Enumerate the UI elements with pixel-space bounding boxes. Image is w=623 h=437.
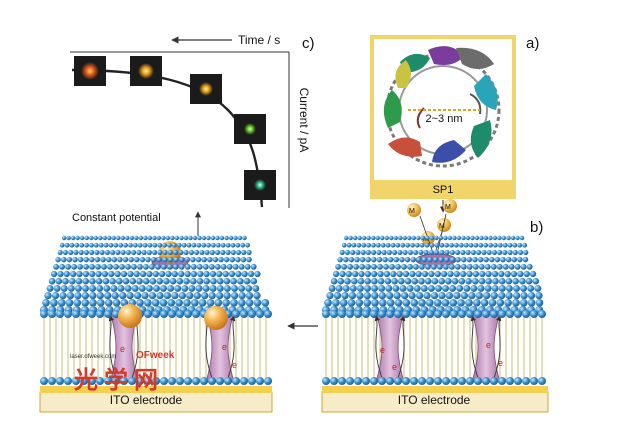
c-x-axis-label: Time / s	[238, 33, 280, 47]
c-y-axis-label: Current / pA	[297, 88, 311, 153]
b-electrode-label: ITO electrode	[398, 393, 471, 407]
c-spot-5	[254, 179, 266, 191]
panel-c: Time / s c) Current / pA	[70, 33, 315, 208]
b-ion-label-2: M	[445, 204, 451, 211]
left-channel-sphere-1	[118, 304, 142, 328]
b-electron-2: e	[392, 362, 397, 372]
b-panel-label: b)	[530, 219, 543, 236]
c-spot-4	[244, 123, 256, 135]
b-electron-3: e	[486, 340, 491, 350]
b-front-heads	[322, 310, 546, 385]
b-ion-label-3: M	[439, 223, 445, 230]
left-electrode-top	[40, 386, 272, 393]
a-measure-box	[422, 111, 466, 124]
c-trace-curve	[71, 68, 264, 208]
b-channel-2-flow-left	[470, 315, 479, 379]
b-bilayer	[321, 235, 549, 413]
c-panel-label: c)	[302, 35, 315, 52]
b-ion-label-1: M	[409, 208, 415, 215]
watermark-brand: OFweek	[136, 350, 175, 361]
b-electron-1: e	[380, 345, 385, 355]
left-electron-3: e	[232, 360, 237, 370]
sp1-protein-ring	[383, 46, 501, 168]
panel-a: SP1 a) 2~3 nm	[370, 35, 539, 199]
a-title-bar	[372, 180, 514, 197]
watermark-site: laser.ofweek.com	[70, 354, 116, 360]
left-electrode-label: ITO electrode	[110, 393, 183, 407]
b-electron-4: e	[498, 358, 503, 368]
left-channel-sphere-2	[204, 306, 228, 330]
b-channel-1-flow-left	[374, 315, 383, 379]
b-electron-marks: e e e e	[380, 340, 503, 372]
a-panel-label: a)	[526, 35, 539, 52]
b-ions: M M M M	[407, 199, 457, 251]
b-top-heads	[322, 235, 544, 314]
constant-potential-label: Constant potential	[72, 212, 161, 224]
left-channel-1-flow-left	[108, 315, 117, 379]
a-title: SP1	[433, 184, 454, 196]
c-spot-3	[199, 82, 213, 96]
panel-b: b) M M M M e e e e ITO electrode	[321, 199, 549, 413]
left-electron-1: e	[120, 344, 125, 354]
b-electrode-top	[322, 386, 548, 393]
left-bilayer	[39, 235, 273, 413]
left-top-heads	[40, 235, 270, 314]
left-electron-marks: e e e	[120, 342, 237, 370]
c-spot-2	[138, 63, 154, 79]
b-lipid-tails	[325, 314, 543, 380]
left-channel-2-flow-right	[227, 315, 236, 379]
watermark-chinese: 光学网	[73, 366, 164, 394]
a-measure-label: 2~3 nm	[426, 113, 463, 125]
b-channel-2-flow-right	[493, 315, 502, 379]
left-electron-2: e	[222, 342, 227, 352]
panel-left-membrane: e e e OFweek laser.ofweek.com 光学网 ITO el…	[39, 235, 273, 413]
b-channel-1-flow-right	[397, 315, 406, 379]
c-spot-1	[81, 62, 99, 80]
